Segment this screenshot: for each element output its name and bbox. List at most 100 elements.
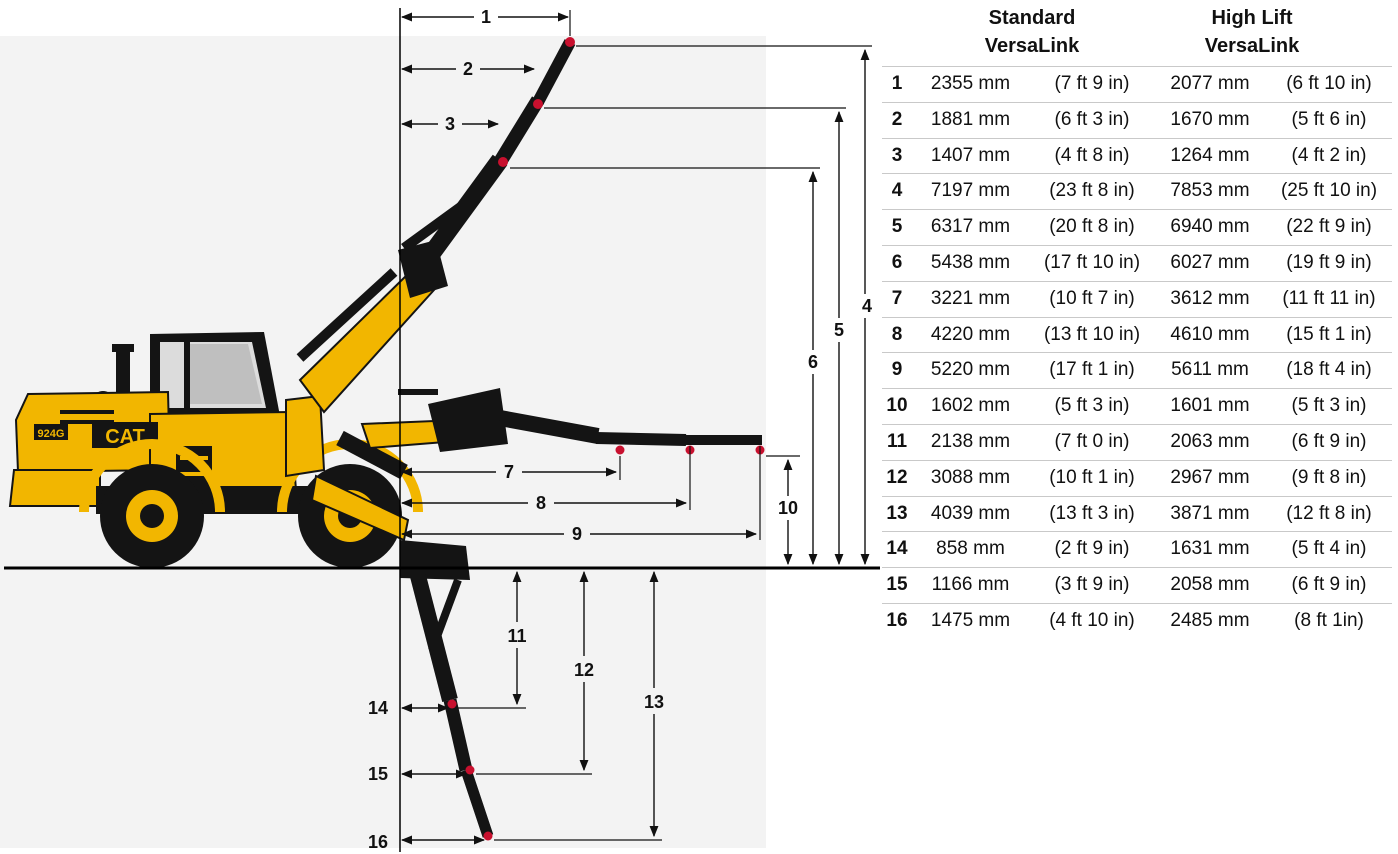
standard-mm-cell: 5220 mm <box>930 359 1011 381</box>
row-number: 12 <box>886 466 908 488</box>
row-number: 14 <box>886 538 908 560</box>
standard-ft-in-cell: (6 ft 3 in) <box>1054 108 1130 130</box>
row-number: 10 <box>886 395 908 417</box>
high-lift-mm-cell: 3612 mm <box>1170 287 1250 309</box>
high-lift-ft-in-cell: (6 ft 9 in) <box>1291 430 1367 452</box>
row-number: 11 <box>886 430 908 452</box>
standard-ft-in-cell: (7 ft 9 in) <box>1054 73 1130 94</box>
standard-mm-cell: 5438 mm <box>930 251 1011 273</box>
standard-mm-cell: 1881 mm <box>930 108 1011 130</box>
table-header: Standard VersaLink High Lift VersaLink <box>882 4 1392 66</box>
standard-mm-cell: 858 mm <box>936 538 1005 560</box>
high-lift-ft-in-cell: (12 ft 8 in) <box>1286 502 1372 524</box>
row-number: 2 <box>891 108 903 130</box>
standard-ft-in-cell: (2 ft 9 in) <box>1054 538 1130 560</box>
row-number: 9 <box>891 359 903 381</box>
row-number: 5 <box>891 216 903 238</box>
standard-ft-in-cell: (20 ft 8 in) <box>1049 216 1135 238</box>
header-high-lift-versalink: High Lift VersaLink <box>1204 7 1300 57</box>
high-lift-mm-cell: 3871 mm <box>1170 502 1250 524</box>
table-row: 2 1881 mm (6 ft 3 in) 1670 mm (5 ft 6 in) <box>882 101 1392 138</box>
high-lift-mm-cell: 2967 mm <box>1170 466 1250 488</box>
brand-decal: CAT <box>105 426 145 448</box>
standard-mm-cell: 3221 mm <box>930 287 1011 309</box>
standard-mm-cell: 6317 mm <box>930 216 1011 238</box>
dim-label-2: 2 <box>463 59 473 79</box>
dim-label-16: 16 <box>368 832 388 852</box>
high-lift-ft-in-cell: (15 ft 1 in) <box>1286 323 1372 345</box>
pin-markers <box>447 37 765 841</box>
high-lift-ft-in-cell: (4 ft 2 in) <box>1291 144 1367 166</box>
wheel-loader <box>8 332 423 568</box>
high-lift-ft-in-cell: (6 ft 10 in) <box>1286 73 1372 94</box>
standard-ft-in-cell: (5 ft 3 in) <box>1054 395 1130 417</box>
standard-mm-cell: 2355 mm <box>930 73 1011 94</box>
high-lift-mm-cell: 6027 mm <box>1170 251 1250 273</box>
dim-label-9: 9 <box>572 524 582 544</box>
standard-ft-in-cell: (10 ft 1 in) <box>1049 466 1135 488</box>
standard-ft-in-cell: (7 ft 0 in) <box>1054 430 1130 452</box>
header-standard-versalink: Standard VersaLink <box>984 7 1080 57</box>
high-lift-ft-in-cell: (9 ft 8 in) <box>1291 466 1367 488</box>
dim-label-4: 4 <box>862 296 872 316</box>
high-lift-mm-cell: 1601 mm <box>1170 395 1250 417</box>
extension-lines <box>458 10 872 841</box>
dim-label-6: 6 <box>808 352 818 372</box>
dim-label-14: 14 <box>368 698 388 718</box>
row-number: 16 <box>886 609 908 631</box>
standard-ft-in-cell: (23 ft 8 in) <box>1049 180 1135 202</box>
dim-label-10: 10 <box>778 498 798 518</box>
high-lift-mm-cell: 5611 mm <box>1171 359 1249 381</box>
boom-lowered <box>400 540 494 838</box>
high-lift-mm-cell: 1670 mm <box>1170 108 1250 130</box>
high-lift-mm-cell: 2485 mm <box>1170 609 1250 631</box>
high-lift-ft-in-cell: (5 ft 6 in) <box>1291 108 1367 130</box>
boom-horizontal <box>360 388 762 452</box>
high-lift-ft-in-cell: (25 ft 10 in) <box>1280 180 1378 202</box>
standard-ft-in-cell: (17 ft 1 in) <box>1049 359 1135 381</box>
standard-mm-cell: 4039 mm <box>930 502 1011 524</box>
high-lift-mm-cell: 1631 mm <box>1170 538 1250 560</box>
row-number: 6 <box>891 251 903 273</box>
standard-mm-cell: 1166 mm <box>931 574 1010 596</box>
high-lift-ft-in-cell: (19 ft 9 in) <box>1286 251 1372 273</box>
standard-ft-in-cell: (13 ft 10 in) <box>1043 323 1141 345</box>
high-lift-mm-cell: 2063 mm <box>1170 430 1250 452</box>
standard-mm-cell: 1602 mm <box>930 395 1011 417</box>
table-row: 13 4039 mm (13 ft 3 in) 3871 mm (12 ft 8 in) <box>882 495 1392 532</box>
standard-mm-cell: 4220 mm <box>930 323 1011 345</box>
dim-label-7: 7 <box>504 462 514 482</box>
standard-mm-cell: 1475 mm <box>930 609 1011 631</box>
row-number: 3 <box>891 144 903 166</box>
standard-mm-cell: 7197 mm <box>930 180 1011 202</box>
dim-label-13: 13 <box>644 692 664 712</box>
standard-mm-cell: 3088 mm <box>930 466 1011 488</box>
dimension-table: Standard VersaLink High Lift VersaLink 1… <box>882 4 1392 639</box>
high-lift-mm-cell: 2058 mm <box>1170 574 1250 596</box>
table-row: 10 1602 mm (5 ft 3 in) 1601 mm (5 ft 3 in) <box>882 388 1392 424</box>
high-lift-mm-cell: 6940 mm <box>1170 216 1250 238</box>
high-lift-ft-in-cell: (11 ft 11 in) <box>1282 287 1376 309</box>
dim-label-1: 1 <box>481 7 491 27</box>
row-number: 8 <box>891 323 903 345</box>
dimension-numbers: 1 2 3 4 5 6 7 8 9 10 11 12 13 14 15 16 <box>368 7 872 852</box>
high-lift-ft-in-cell: (6 ft 9 in) <box>1291 574 1367 596</box>
row-number: 13 <box>886 502 908 524</box>
standard-ft-in-cell: (13 ft 3 in) <box>1049 502 1135 524</box>
high-lift-mm-cell: 7853 mm <box>1170 180 1250 202</box>
high-lift-ft-in-cell: (5 ft 3 in) <box>1291 395 1367 417</box>
standard-ft-in-cell: (4 ft 8 in) <box>1054 144 1130 166</box>
row-number: 7 <box>891 287 903 309</box>
